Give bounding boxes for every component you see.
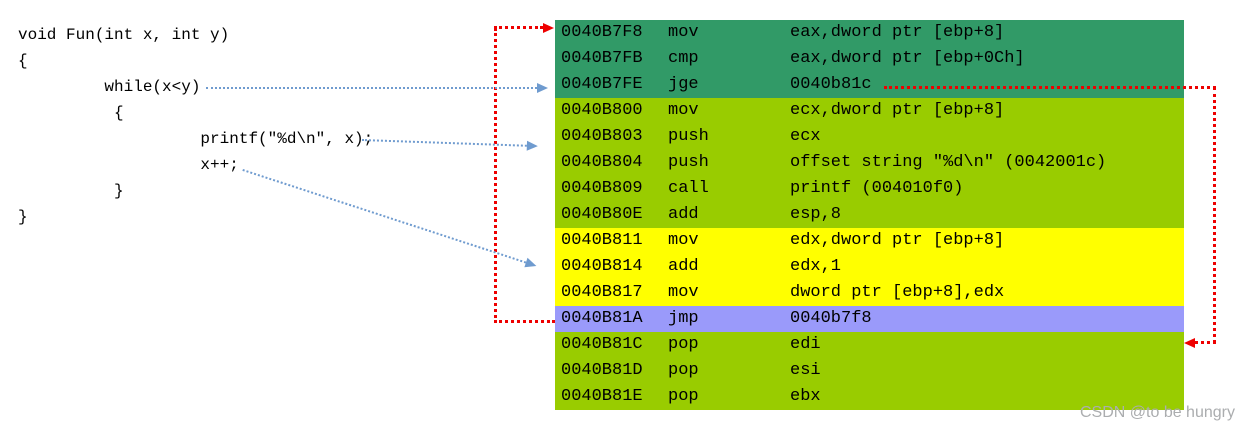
jge-arrow-start-line: [884, 86, 1216, 89]
asm-operands: 0040b7f8: [790, 309, 872, 328]
asm-operands: ecx,dword ptr [ebp+8]: [790, 101, 1005, 120]
while-to-jge-line: [206, 87, 537, 89]
while-to-jge-arrowhead-icon: [537, 83, 548, 93]
asm-address: 0040B814: [561, 257, 643, 276]
jge-arrow-end-line: [1195, 341, 1216, 344]
asm-mnemonic: push: [668, 153, 709, 172]
asm-row: 0040B817 mov dword ptr [ebp+8],edx: [555, 280, 1184, 306]
asm-address: 0040B81D: [561, 361, 643, 380]
asm-row: 0040B814 add edx,1: [555, 254, 1184, 280]
loopback-arrow-bottom-line: [494, 320, 555, 323]
asm-row: 0040B803 push ecx: [555, 124, 1184, 150]
asm-mnemonic: cmp: [668, 49, 699, 68]
asm-mnemonic: push: [668, 127, 709, 146]
jge-arrow-vertical-line: [1213, 87, 1216, 343]
asm-mnemonic: mov: [668, 283, 699, 302]
asm-operands: 0040b81c: [790, 75, 872, 94]
source-code: void Fun(int x, int y) { while(x<y) { pr…: [18, 26, 374, 226]
asm-mnemonic: mov: [668, 23, 699, 42]
asm-address: 0040B81A: [561, 309, 643, 328]
asm-operands: offset string "%d\n" (0042001c): [790, 153, 1107, 172]
asm-row: 0040B7F8 mov eax,dword ptr [ebp+8]: [555, 20, 1184, 46]
asm-row: 0040B7FB cmp eax,dword ptr [ebp+0Ch]: [555, 46, 1184, 72]
asm-row: 0040B811 mov edx,dword ptr [ebp+8]: [555, 228, 1184, 254]
asm-operands: esi: [790, 361, 821, 380]
asm-mnemonic: jmp: [668, 309, 699, 328]
asm-address: 0040B7F8: [561, 23, 643, 42]
asm-operands: printf (004010f0): [790, 179, 964, 198]
asm-operands: ecx: [790, 127, 821, 146]
asm-address: 0040B800: [561, 101, 643, 120]
asm-operands: edx,dword ptr [ebp+8]: [790, 231, 1005, 250]
asm-mnemonic: mov: [668, 231, 699, 250]
asm-operands: esp,8: [790, 205, 842, 224]
asm-address: 0040B809: [561, 179, 643, 198]
asm-address: 0040B803: [561, 127, 643, 146]
asm-mnemonic: add: [668, 205, 699, 224]
asm-mnemonic: jge: [668, 75, 699, 94]
asm-mnemonic: call: [668, 179, 709, 198]
asm-mnemonic: add: [668, 257, 699, 276]
asm-operands: eax,dword ptr [ebp+8]: [790, 23, 1005, 42]
increment-to-add-arrowhead-icon: [524, 257, 538, 271]
printf-to-push-arrowhead-icon: [526, 140, 539, 152]
asm-address: 0040B7FE: [561, 75, 643, 94]
asm-row: 0040B7FE jge 0040b81c: [555, 72, 1184, 98]
loopback-arrow-vertical-line: [494, 28, 497, 323]
asm-mnemonic: pop: [668, 387, 699, 406]
asm-operands: eax,dword ptr [ebp+0Ch]: [790, 49, 1025, 68]
asm-address: 0040B80E: [561, 205, 643, 224]
asm-operands: edx,1: [790, 257, 842, 276]
asm-mnemonic: pop: [668, 361, 699, 380]
loopback-arrowhead-icon: [543, 23, 554, 33]
jge-arrowhead-icon: [1184, 338, 1195, 348]
asm-operands: ebx: [790, 387, 821, 406]
asm-operands: dword ptr [ebp+8],edx: [790, 283, 1005, 302]
asm-mnemonic: mov: [668, 101, 699, 120]
loopback-arrow-top-line: [494, 26, 543, 29]
asm-row: 0040B809 call printf (004010f0): [555, 176, 1184, 202]
asm-address: 0040B811: [561, 231, 643, 250]
asm-address: 0040B817: [561, 283, 643, 302]
asm-row: 0040B81A jmp 0040b7f8: [555, 306, 1184, 332]
asm-address: 0040B804: [561, 153, 643, 172]
asm-row: 0040B81E pop ebx: [555, 384, 1184, 410]
asm-row: 0040B81C pop edi: [555, 332, 1184, 358]
asm-address: 0040B7FB: [561, 49, 643, 68]
asm-operands: edi: [790, 335, 821, 354]
asm-row: 0040B804 push offset string "%d\n" (004200…: [555, 150, 1184, 176]
asm-row: 0040B80E add esp,8: [555, 202, 1184, 228]
asm-row: 0040B81D pop esi: [555, 358, 1184, 384]
asm-address: 0040B81E: [561, 387, 643, 406]
asm-mnemonic: pop: [668, 335, 699, 354]
disassembly-block: 0040B7F8 mov eax,dword ptr [ebp+8] 0040B7FB…: [555, 20, 1184, 410]
asm-row: 0040B800 mov ecx,dword ptr [ebp+8]: [555, 98, 1184, 124]
asm-address: 0040B81C: [561, 335, 643, 354]
printf-to-push-line: [361, 139, 539, 152]
watermark: CSDN @to be hungry: [1080, 404, 1235, 421]
